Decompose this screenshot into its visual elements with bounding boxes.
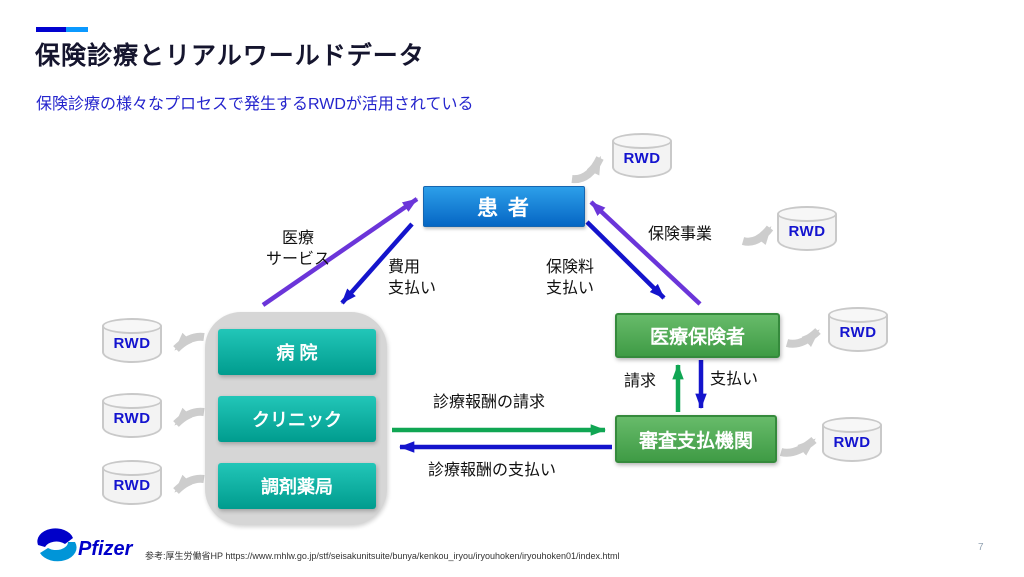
cylinder-top	[828, 307, 888, 323]
arrow-medical-service	[261, 197, 419, 307]
label-line: 費用	[388, 259, 421, 276]
page-subtitle: 保険診療の様々なプロセスで発生するRWDが活用されている	[36, 96, 474, 113]
node-patient: 患 者	[423, 186, 585, 227]
rwd-flow-arrow-insurance-business	[741, 225, 774, 246]
node-pharmacy: 調剤薬局	[218, 463, 376, 509]
pfizer-logo: Pfizer	[37, 528, 134, 562]
cylinder-top	[612, 133, 672, 149]
page-title: 保険診療とリアルワールドデータ	[35, 42, 425, 70]
rwd-flow-arrow-clinic	[173, 407, 205, 427]
label-medical-service: 医療 サービス	[252, 228, 344, 270]
node-payment-org: 審査支払機関	[615, 415, 777, 463]
rwd-flow-arrow-payment-org	[779, 436, 817, 457]
rwd-label: RWD	[113, 410, 151, 427]
rwd-database-insurance-business: RWD	[777, 206, 837, 251]
label-fee-payment: 診療報酬の支払い	[428, 462, 557, 479]
rwd-database-clinic: RWD	[102, 393, 162, 438]
label-payment: 支払い	[710, 371, 759, 388]
label-cost-payment: 費用 支払い	[388, 257, 436, 299]
reference-text: 参考:厚生労働省HP https://www.mhlw.go.jp/stf/se…	[145, 551, 620, 561]
node-hospital: 病 院	[218, 329, 376, 375]
rwd-flow-arrow-pharmacy	[173, 474, 205, 494]
rwd-database-patient: RWD	[612, 133, 672, 178]
pfizer-logo-text: Pfizer	[78, 538, 134, 560]
rwd-label: RWD	[839, 324, 877, 341]
rwd-label: RWD	[113, 335, 151, 352]
rwd-flow-arrow-hospital	[173, 332, 205, 352]
label-line: 医療	[281, 230, 314, 247]
rwd-flow-arrow-patient	[571, 155, 604, 184]
accent-dash-dark	[36, 27, 66, 32]
rwd-database-hospital: RWD	[102, 318, 162, 363]
pfizer-logo-mark-lower	[40, 542, 77, 562]
rwd-database-pharmacy: RWD	[102, 460, 162, 505]
node-insurer: 医療保険者	[615, 313, 780, 358]
node-clinic: クリニック	[218, 396, 376, 442]
label-claim: 請求	[624, 373, 657, 390]
arrow-cost-payment	[340, 222, 414, 305]
cylinder-top	[777, 206, 837, 222]
page-number: 7	[978, 542, 984, 553]
rwd-database-payment-org: RWD	[822, 417, 882, 462]
label-line: 支払い	[388, 280, 437, 297]
cylinder-top	[102, 393, 162, 409]
rwd-label: RWD	[623, 150, 661, 167]
rwd-flow-arrow-insurer	[785, 328, 821, 348]
label-line: サービス	[265, 251, 330, 268]
rwd-database-insurer: RWD	[828, 307, 888, 352]
label-line: 保険料	[546, 259, 595, 276]
rwd-label: RWD	[113, 477, 151, 494]
label-premium-payment: 保険料 支払い	[546, 257, 594, 299]
rwd-label: RWD	[788, 223, 826, 240]
label-fee-claim: 診療報酬の請求	[433, 394, 546, 411]
pfizer-logo-mark-upper	[37, 528, 73, 547]
label-line: 支払い	[546, 280, 595, 297]
accent-dash-light	[66, 27, 88, 32]
arrow-premium-payment	[585, 220, 666, 300]
cylinder-top	[102, 318, 162, 334]
cylinder-top	[102, 460, 162, 476]
cylinder-top	[822, 417, 882, 433]
label-insurance-business: 保険事業	[648, 226, 713, 243]
rwd-label: RWD	[833, 434, 871, 451]
arrow-insurance-business	[589, 200, 702, 306]
